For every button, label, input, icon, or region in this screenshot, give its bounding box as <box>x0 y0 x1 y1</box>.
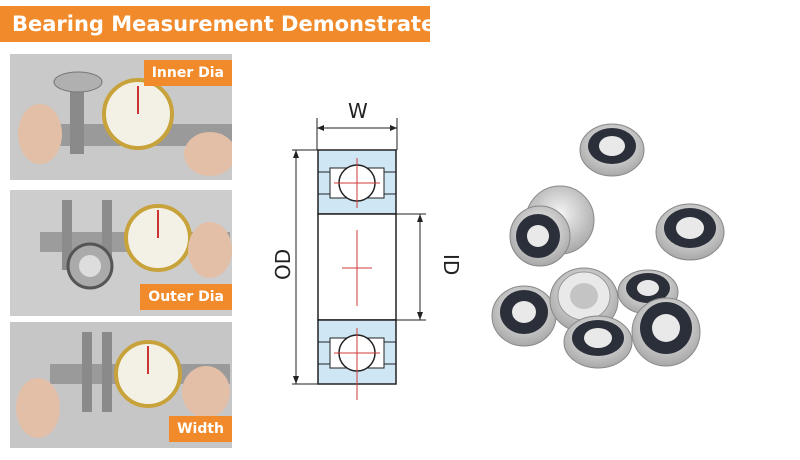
outer-diameter-label: OD <box>271 249 295 280</box>
bearing-icon <box>579 123 645 177</box>
bearing-icon <box>655 203 725 261</box>
width-label: W <box>348 99 368 123</box>
bearing-diagram: W OD ID <box>271 99 462 400</box>
bearings-product-photo <box>491 123 725 369</box>
photo-inner-dia: Inner Dia <box>10 54 232 180</box>
caliper-icon <box>10 322 232 448</box>
title-banner: Bearing Measurement Demonstrate <box>0 6 435 42</box>
photo-width: Width <box>10 322 232 448</box>
inner-diameter-label: ID <box>439 254 462 275</box>
photo-label-outer-dia: Outer Dia <box>140 284 232 310</box>
photo-label-inner-dia: Inner Dia <box>143 60 232 86</box>
bearing-icon <box>563 315 633 369</box>
photo-outer-dia: Outer Dia <box>10 190 232 316</box>
bearing-icon <box>509 185 595 267</box>
dial-gauge-icon <box>10 190 232 316</box>
bearing-icon <box>631 297 701 367</box>
photo-label-width: Width <box>169 416 232 442</box>
page-title: Bearing Measurement Demonstrate <box>12 12 436 36</box>
bearing-icon <box>491 285 557 347</box>
